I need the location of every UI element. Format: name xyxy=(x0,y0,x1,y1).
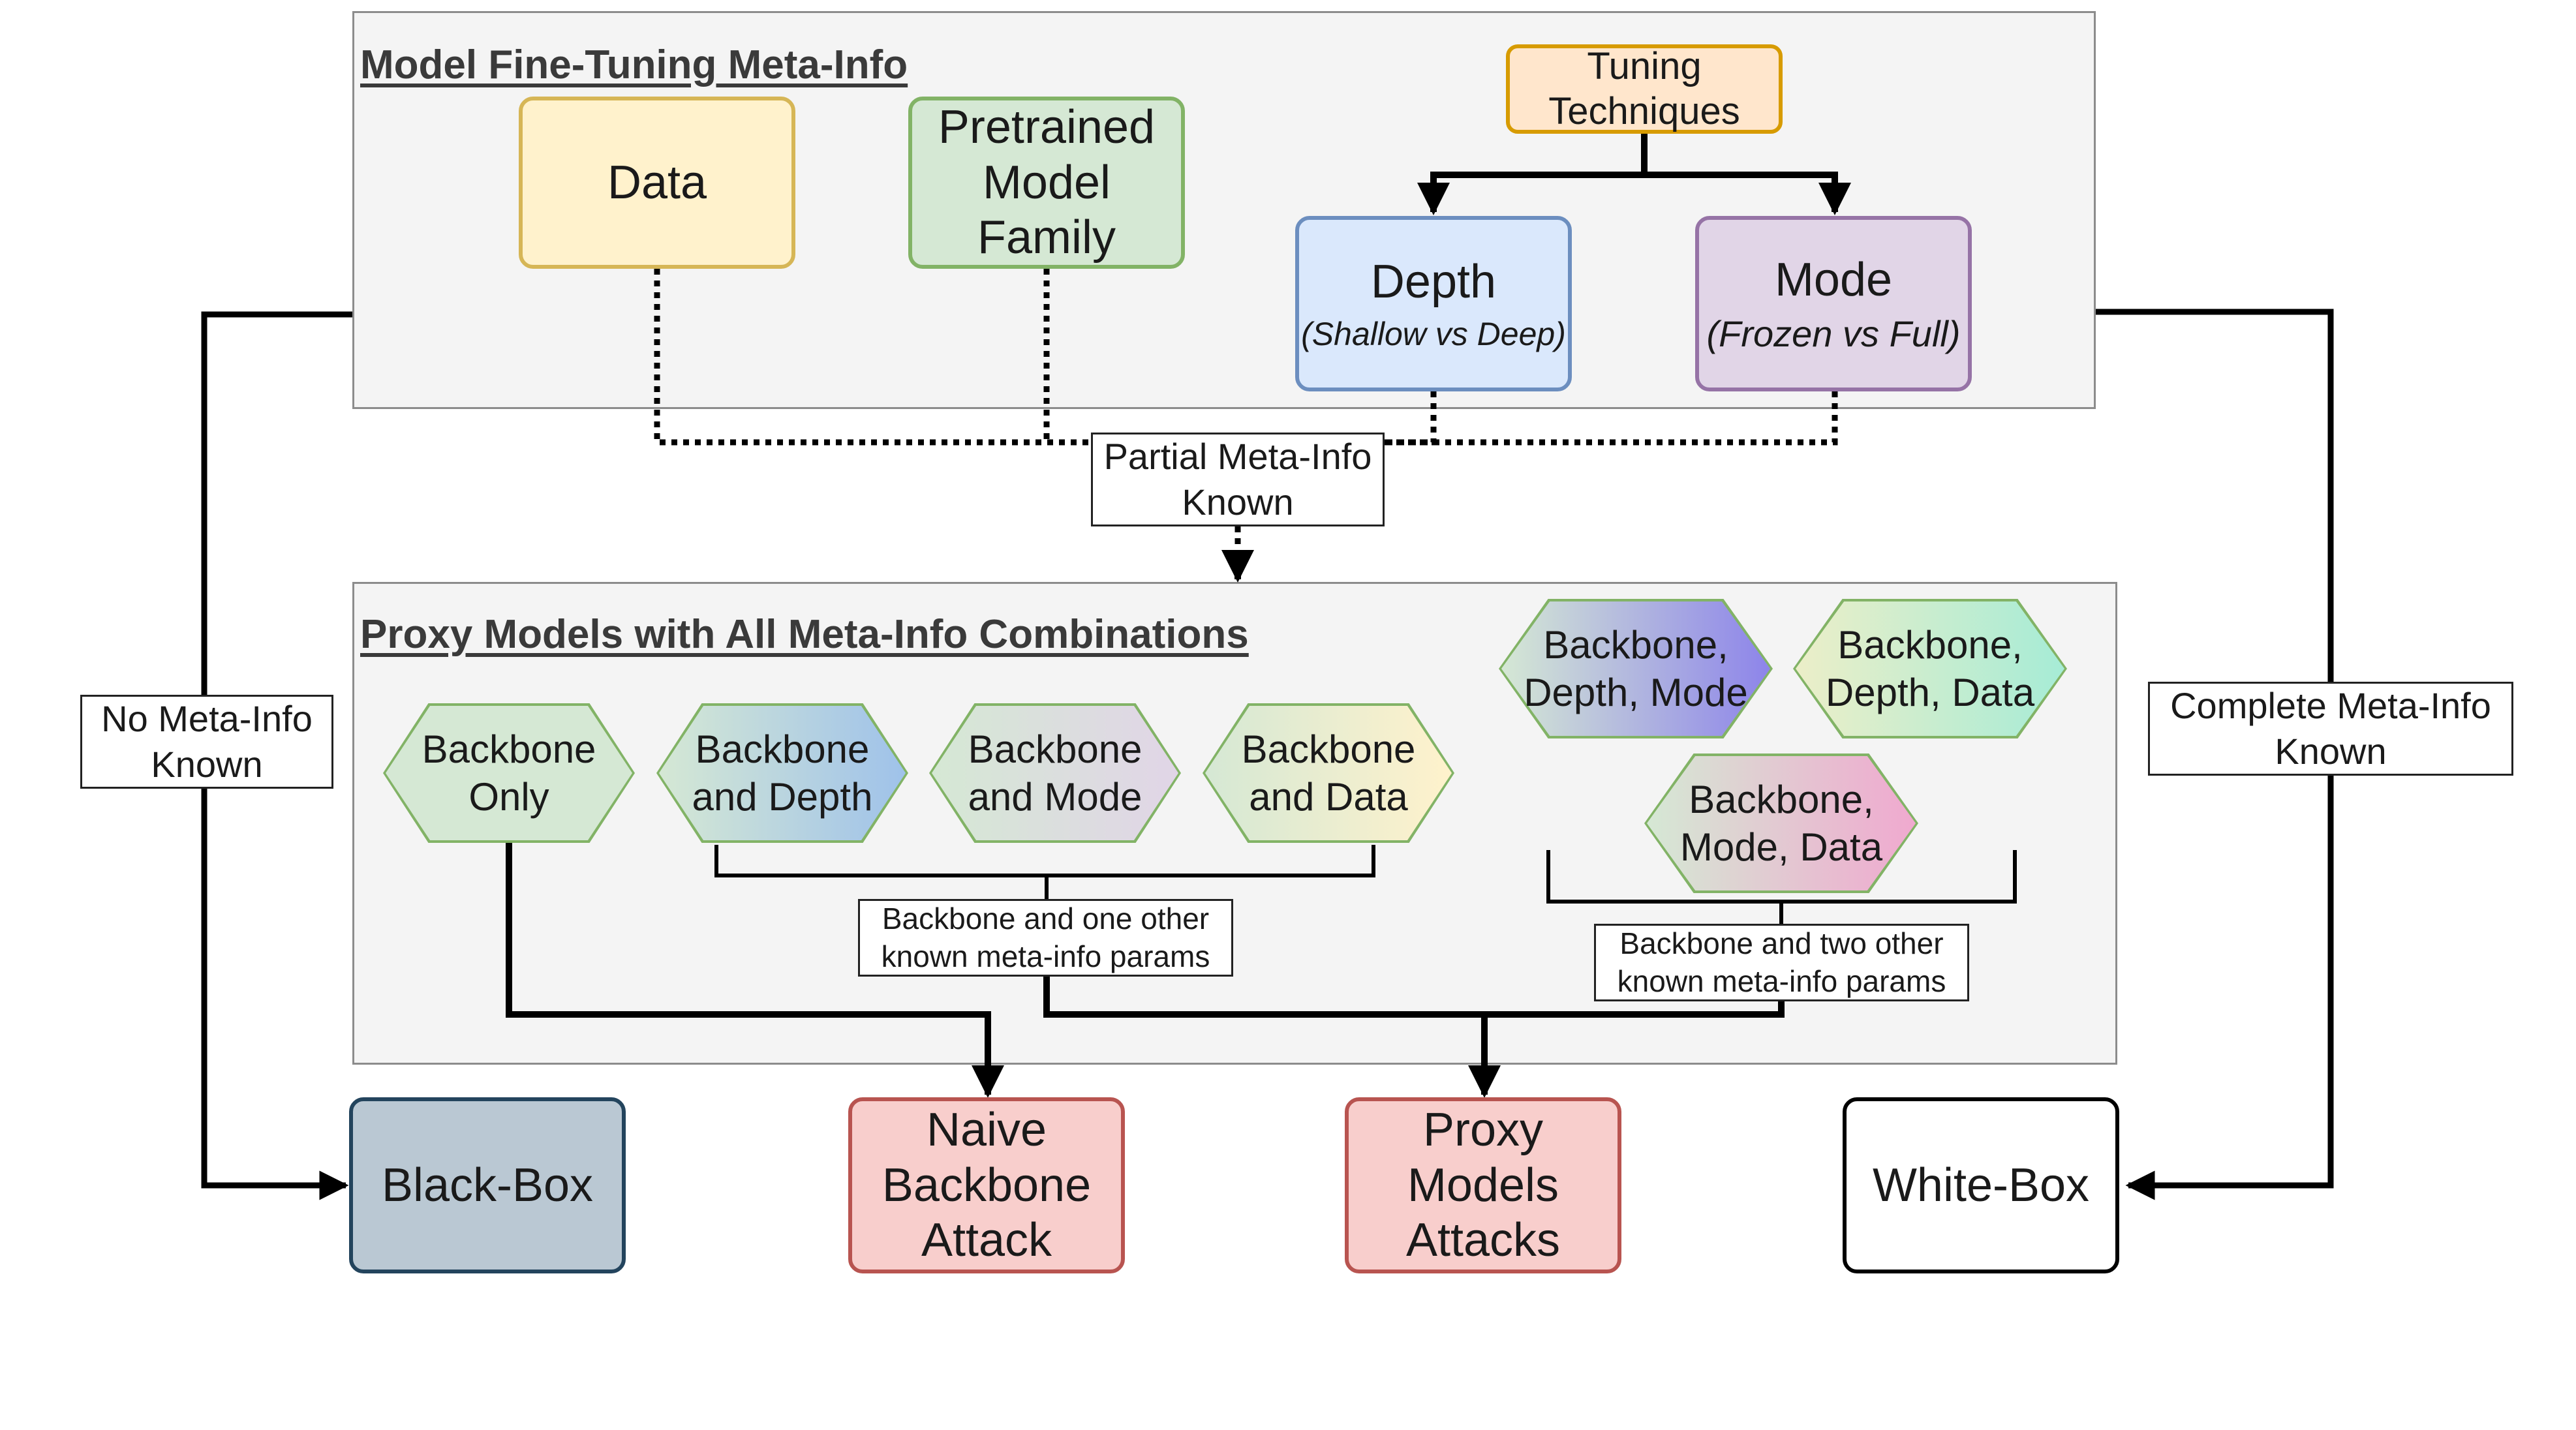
hex-backbone-mode-data-label: Backbone, Mode, Data xyxy=(1679,777,1883,869)
hex-backbone-and-data: Backbone and Data xyxy=(1203,703,1454,843)
depth-node: Depth (Shallow vs Deep) xyxy=(1295,216,1572,391)
white-box-label: White-Box xyxy=(1872,1159,2090,1211)
hex-backbone-and-depth: Backbone and Depth xyxy=(656,703,908,843)
black-box-label: Black-Box xyxy=(381,1159,594,1211)
black-box-node: Black-Box xyxy=(349,1097,626,1273)
hex-backbone-and-mode-label: Backbone and Mode xyxy=(968,727,1142,819)
hex-backbone-only-label: Backbone Only xyxy=(422,727,596,819)
one-other-label: Backbone and one other known meta-info p… xyxy=(858,899,1233,977)
tuning-techniques-node: Tuning Techniques xyxy=(1506,44,1783,134)
pretrained-model-family-label: Pretrained Model Family xyxy=(938,100,1156,264)
hex-backbone-and-depth-label: Backbone and Depth xyxy=(692,727,873,819)
hex-backbone-depth-mode-label: Backbone, Depth, Mode xyxy=(1524,622,1748,714)
two-other-label: Backbone and two other known meta-info p… xyxy=(1594,924,1969,1001)
naive-backbone-attack-label: Naive Backbone Attack xyxy=(882,1103,1092,1267)
hex-backbone-and-data-label: Backbone and Data xyxy=(1241,727,1416,819)
data-node-label: Data xyxy=(607,156,707,209)
hex-backbone-mode-data: Backbone, Mode, Data xyxy=(1644,753,1918,893)
data-node: Data xyxy=(519,97,795,269)
hex-backbone-depth-data-label: Backbone, Depth, Data xyxy=(1825,622,2035,714)
no-meta-info-label: No Meta-Info Known xyxy=(80,695,333,789)
proxy-models-panel-title: Proxy Models with All Meta-Info Combinat… xyxy=(360,612,1249,657)
mode-node: Mode (Frozen vs Full) xyxy=(1695,216,1972,391)
hex-backbone-only: Backbone Only xyxy=(383,703,635,843)
mode-subtitle: (Frozen vs Full) xyxy=(1706,313,1961,355)
proxy-models-attacks-label: Proxy Models Attacks xyxy=(1405,1103,1561,1267)
white-box-node: White-Box xyxy=(1843,1097,2119,1273)
tuning-techniques-label: Tuning Techniques xyxy=(1548,45,1740,132)
mode-title: Mode xyxy=(1774,253,1893,306)
partial-meta-info-label: Partial Meta-Info Known xyxy=(1091,433,1385,526)
hex-backbone-and-mode: Backbone and Mode xyxy=(929,703,1181,843)
depth-title: Depth xyxy=(1370,256,1497,309)
meta-info-panel-title: Model Fine-Tuning Meta-Info xyxy=(360,42,908,87)
hex-backbone-depth-data: Backbone, Depth, Data xyxy=(1793,599,2067,738)
pretrained-model-family-node: Pretrained Model Family xyxy=(908,97,1185,269)
depth-subtitle: (Shallow vs Deep) xyxy=(1301,315,1566,352)
proxy-models-attacks-node: Proxy Models Attacks xyxy=(1345,1097,1621,1273)
naive-backbone-attack-node: Naive Backbone Attack xyxy=(848,1097,1125,1273)
hex-backbone-depth-mode: Backbone, Depth, Mode xyxy=(1499,599,1773,738)
complete-meta-info-label: Complete Meta-Info Known xyxy=(2148,682,2513,776)
